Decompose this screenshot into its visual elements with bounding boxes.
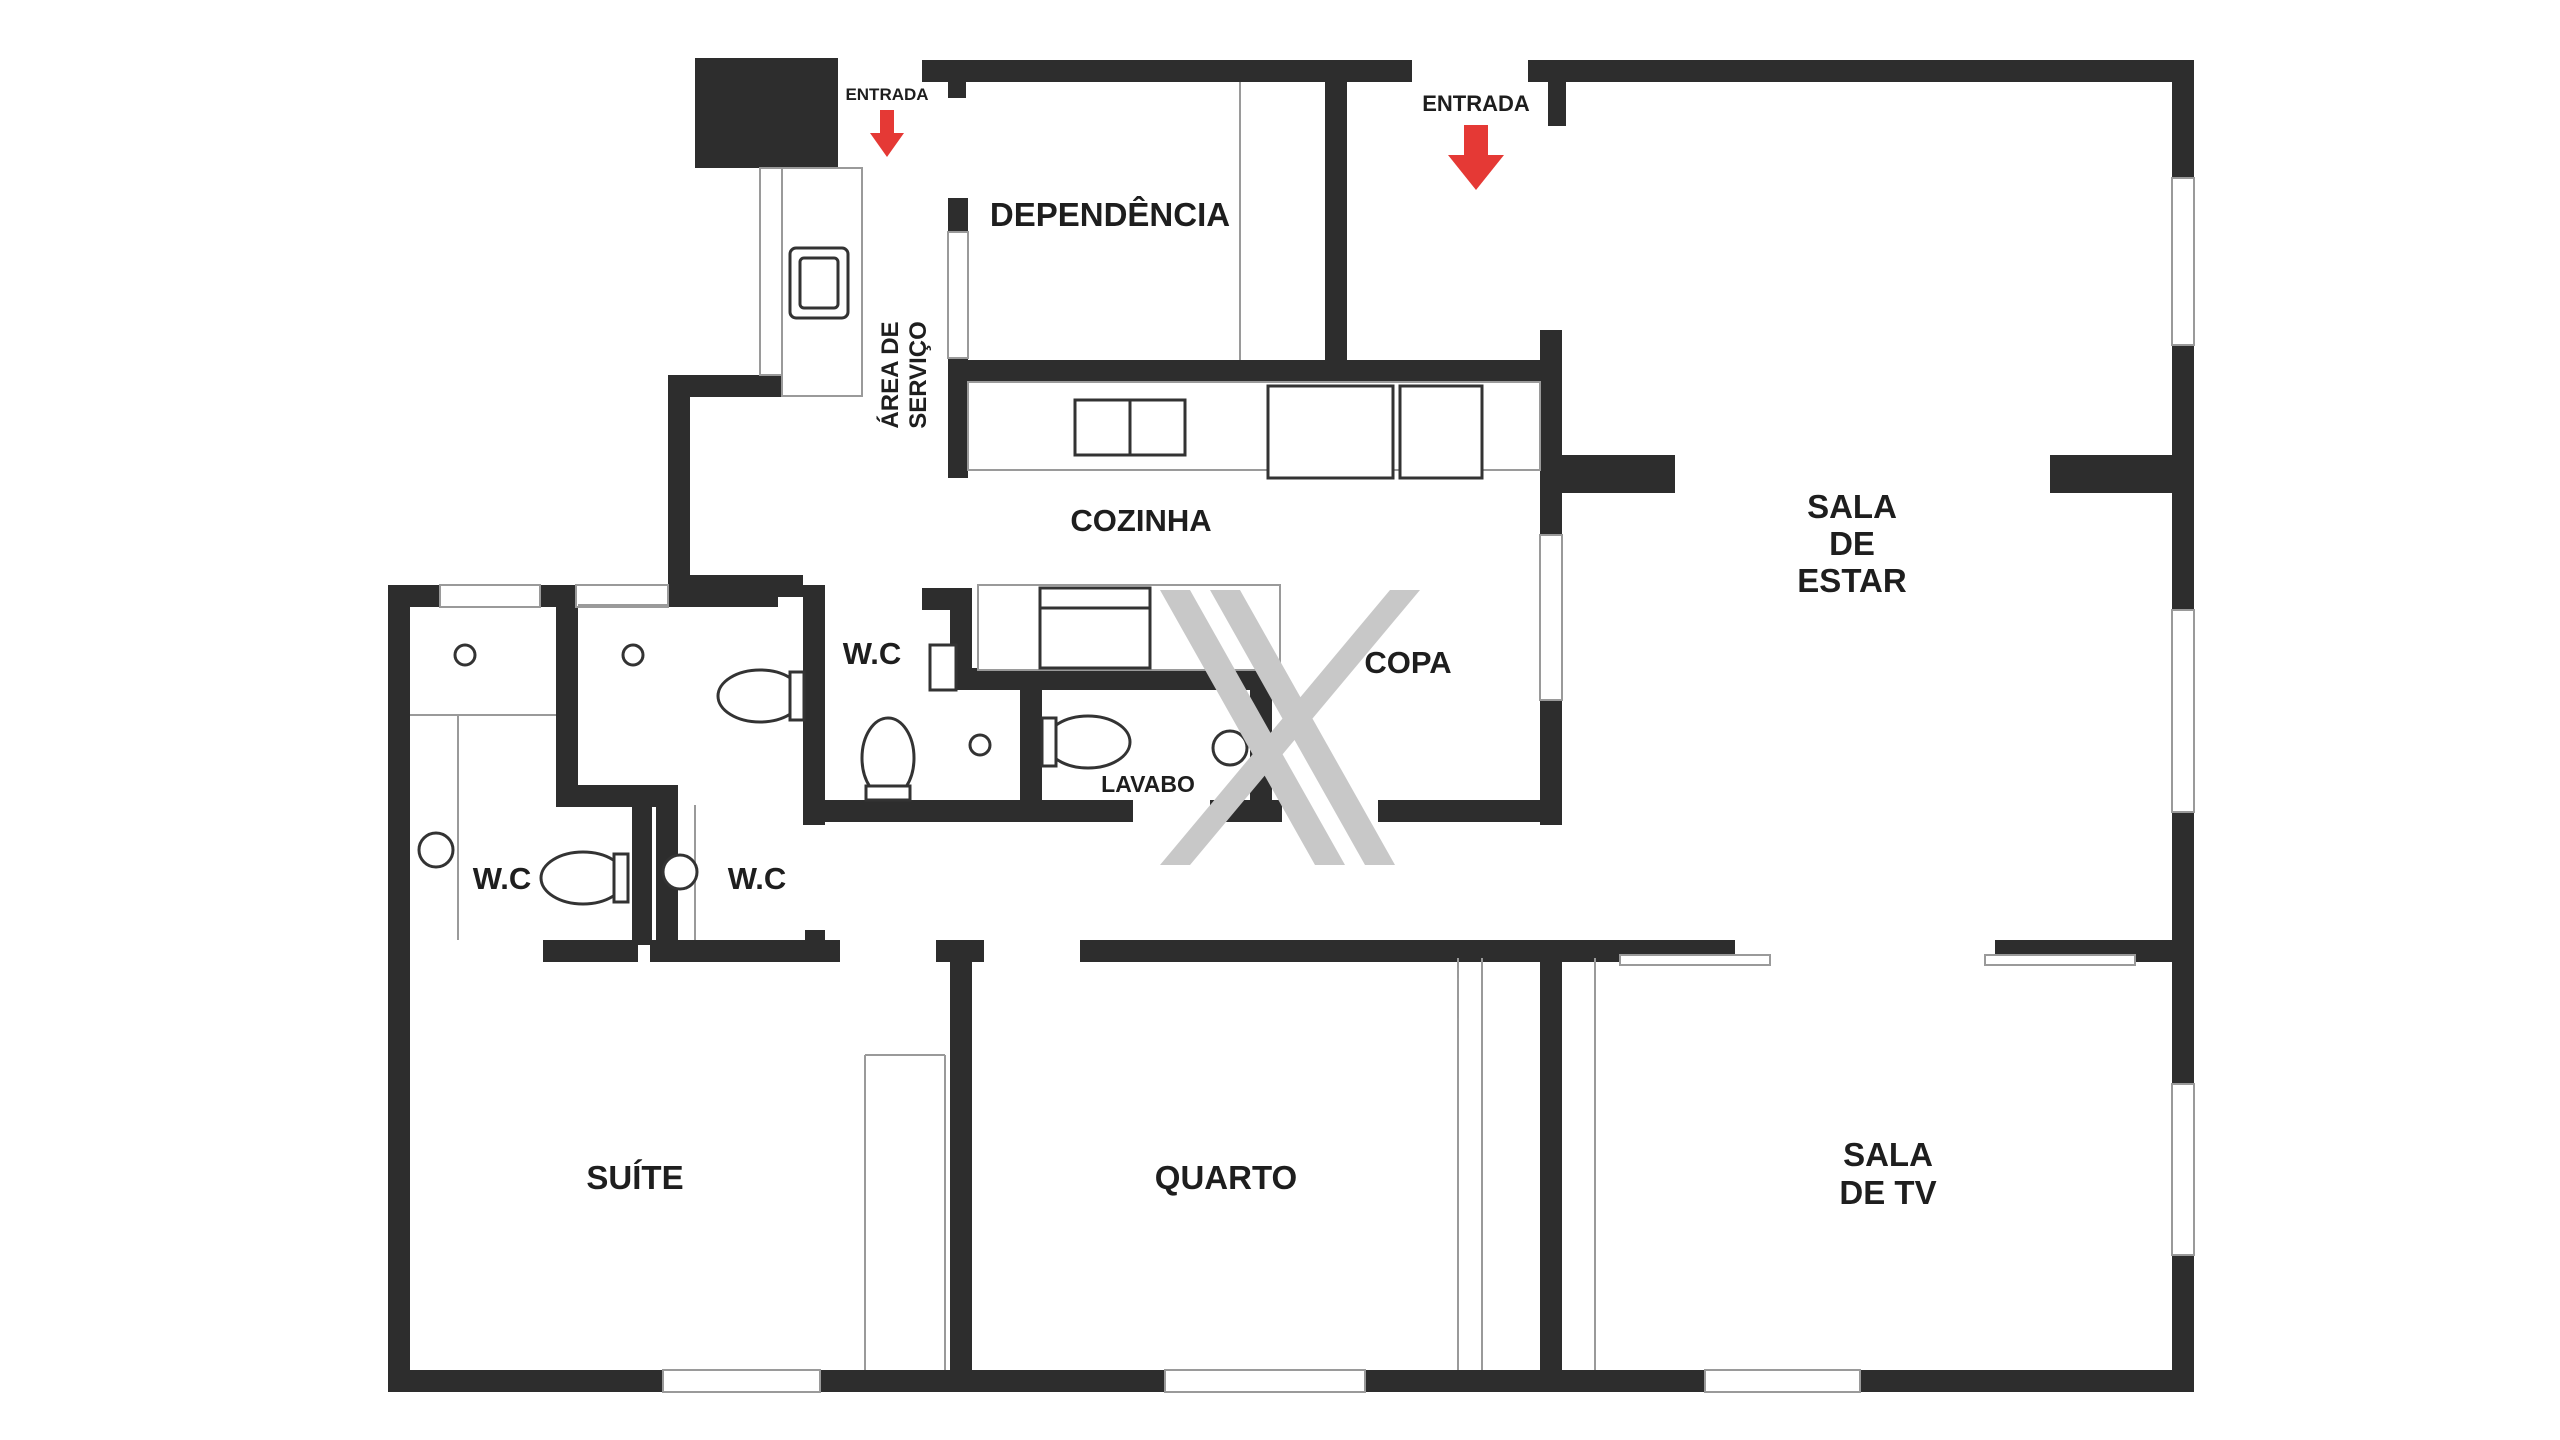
- label-quarto: QUARTO: [1155, 1159, 1297, 1196]
- label-lavabo: LAVABO: [1101, 771, 1195, 797]
- label-entrada-main: ENTRADA: [1422, 91, 1530, 116]
- toilet-icon: [539, 850, 627, 906]
- room-labels: ENTRADA ENTRADA DEPENDÊNCIA ÁREA DE SERV…: [473, 85, 1937, 1211]
- svg-text:ÁREA DE: ÁREA DE: [876, 321, 904, 428]
- label-sala-estar-1: SALA: [1807, 488, 1897, 525]
- label-sala-tv-1: SALA: [1843, 1136, 1933, 1173]
- shower-icon: [968, 733, 992, 757]
- arrow-down-icon: [1448, 125, 1504, 190]
- label-area-servico: ÁREA DE SERVIÇO: [876, 321, 932, 429]
- label-entrada-service: ENTRADA: [845, 85, 928, 104]
- label-cozinha: COZINHA: [1070, 503, 1211, 538]
- label-sala-estar-2: DE: [1829, 525, 1875, 562]
- shower-icon: [621, 643, 645, 667]
- arrow-down-icon: [870, 110, 904, 157]
- sink-icon: [661, 853, 699, 891]
- shower-icon: [453, 643, 477, 667]
- label-dependencia: DEPENDÊNCIA: [990, 196, 1230, 233]
- appliance-icon: [1398, 384, 1484, 480]
- sink-icon: [1211, 729, 1249, 767]
- label-wc-right: W.C: [728, 861, 787, 896]
- fixtures: [417, 167, 1541, 906]
- toilet-icon: [1044, 714, 1132, 770]
- sink-icon: [928, 643, 958, 692]
- sink-icon: [417, 831, 455, 869]
- label-wc-left: W.C: [473, 861, 532, 896]
- label-sala-estar-3: ESTAR: [1797, 562, 1907, 599]
- fridge-icon: [1266, 384, 1395, 480]
- svg-text:SERVIÇO: SERVIÇO: [905, 321, 932, 429]
- label-sala-tv-2: DE TV: [1839, 1174, 1936, 1211]
- watermark-logo: [1160, 590, 1420, 865]
- entrance-arrows: [870, 110, 1504, 190]
- label-wc-service: W.C: [843, 636, 902, 671]
- label-copa: COPA: [1364, 645, 1451, 680]
- label-suite: SUÍTE: [586, 1159, 683, 1196]
- stove-icon: [1038, 586, 1152, 670]
